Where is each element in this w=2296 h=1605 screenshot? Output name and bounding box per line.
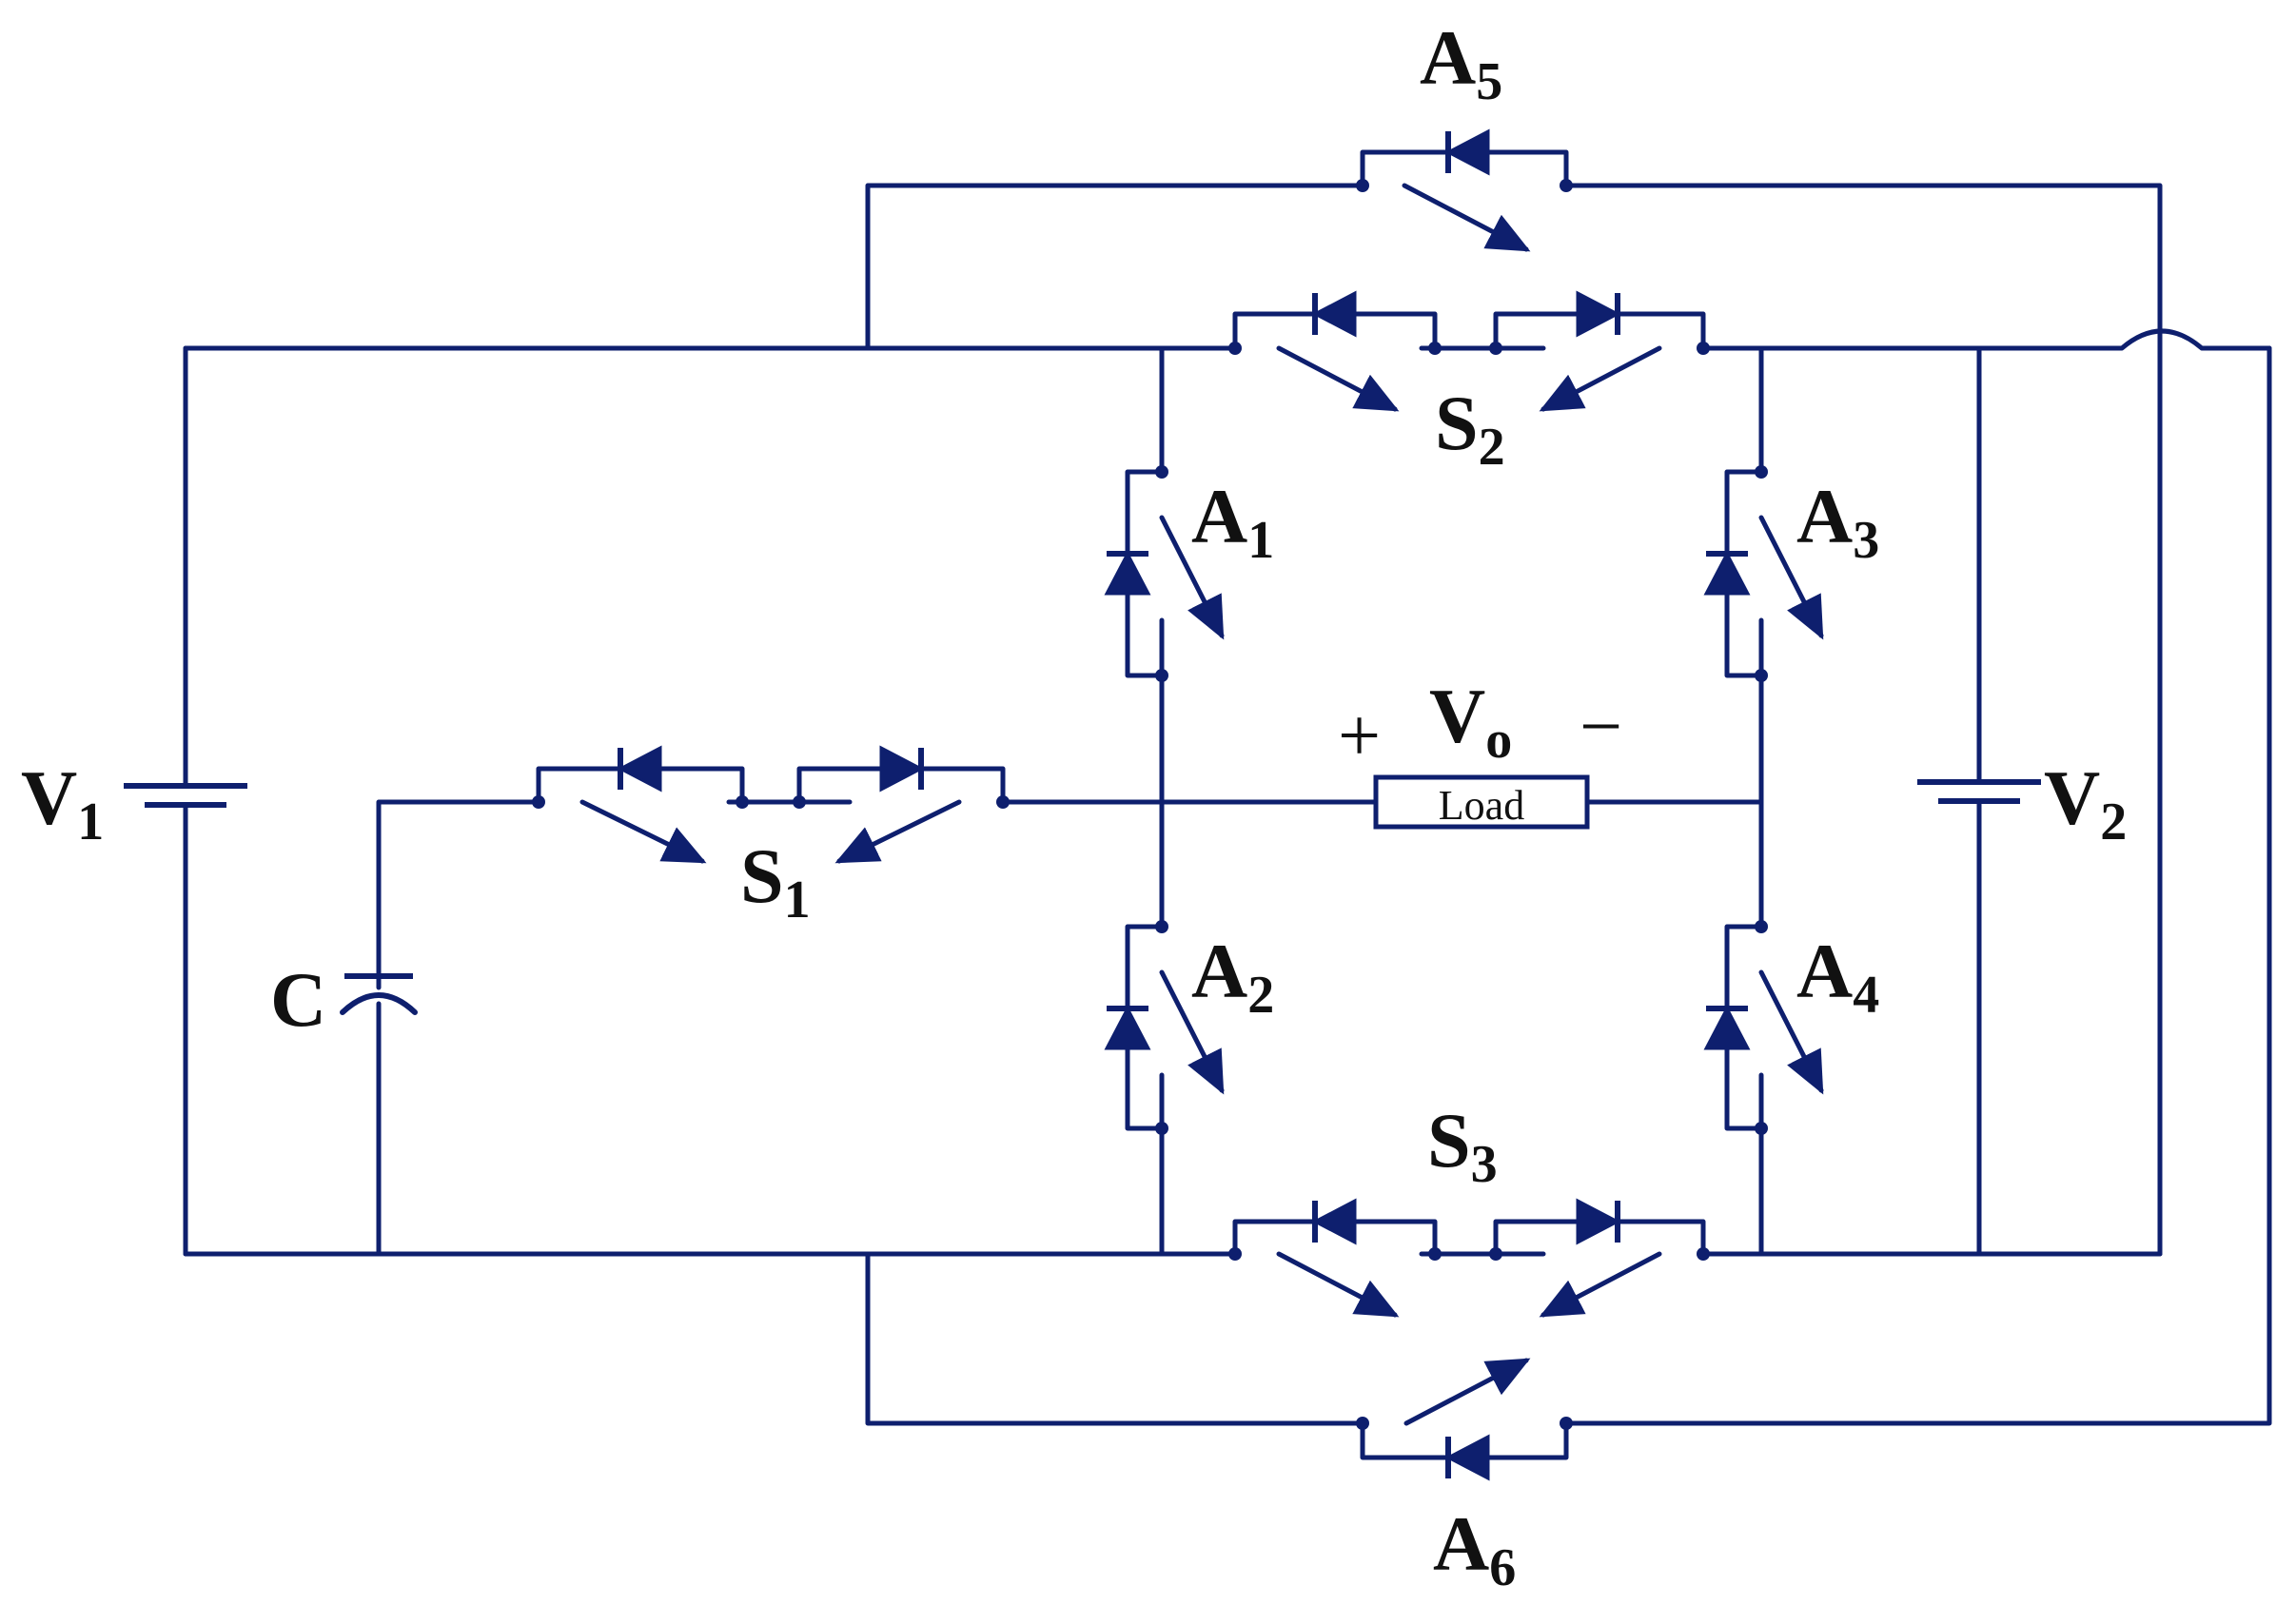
a1-label: A1 xyxy=(1191,473,1274,570)
a5-switch xyxy=(1356,128,1573,252)
a6-switch xyxy=(1356,1358,1573,1481)
a3-label: A3 xyxy=(1796,473,1879,570)
s2-label: S2 xyxy=(1435,380,1505,477)
a6-loop-right xyxy=(1563,345,2272,1426)
a6-label: A6 xyxy=(1433,1500,1516,1597)
load-label: Load xyxy=(1439,782,1524,829)
a4-label: A4 xyxy=(1796,928,1879,1025)
a2-switch xyxy=(1104,920,1225,1135)
s1-switch xyxy=(532,745,1010,864)
c-wire-bottom xyxy=(376,799,541,990)
s3-label: S3 xyxy=(1427,1097,1498,1194)
c-label: C xyxy=(270,956,326,1043)
v1-label: V1 xyxy=(21,754,104,851)
s1-label: S1 xyxy=(740,832,811,930)
v2-battery-symbol xyxy=(1917,779,2041,804)
a5-loop-left xyxy=(865,183,1365,351)
s2-switch xyxy=(1228,290,1710,412)
a4-switch xyxy=(1703,920,1824,1135)
top-rail-right xyxy=(1700,328,2272,351)
vo-minus-sign: − xyxy=(1580,685,1622,769)
a5-label: A5 xyxy=(1420,14,1502,111)
a1-switch xyxy=(1104,465,1225,682)
wiring xyxy=(183,183,2272,1426)
a6-loop-left xyxy=(865,1251,1365,1426)
load-resistor xyxy=(1373,774,1590,830)
a5-loop-right xyxy=(1563,183,2163,1257)
vo-label: Vo xyxy=(1429,673,1512,770)
capacitor-symbol xyxy=(340,973,418,1015)
a2-label: A2 xyxy=(1191,928,1274,1025)
s3-switch xyxy=(1228,1198,1710,1318)
v2-label: V2 xyxy=(2044,754,2127,851)
a3-switch xyxy=(1703,465,1824,682)
v1-battery-symbol xyxy=(124,783,247,808)
vo-plus-sign: + xyxy=(1338,695,1381,778)
